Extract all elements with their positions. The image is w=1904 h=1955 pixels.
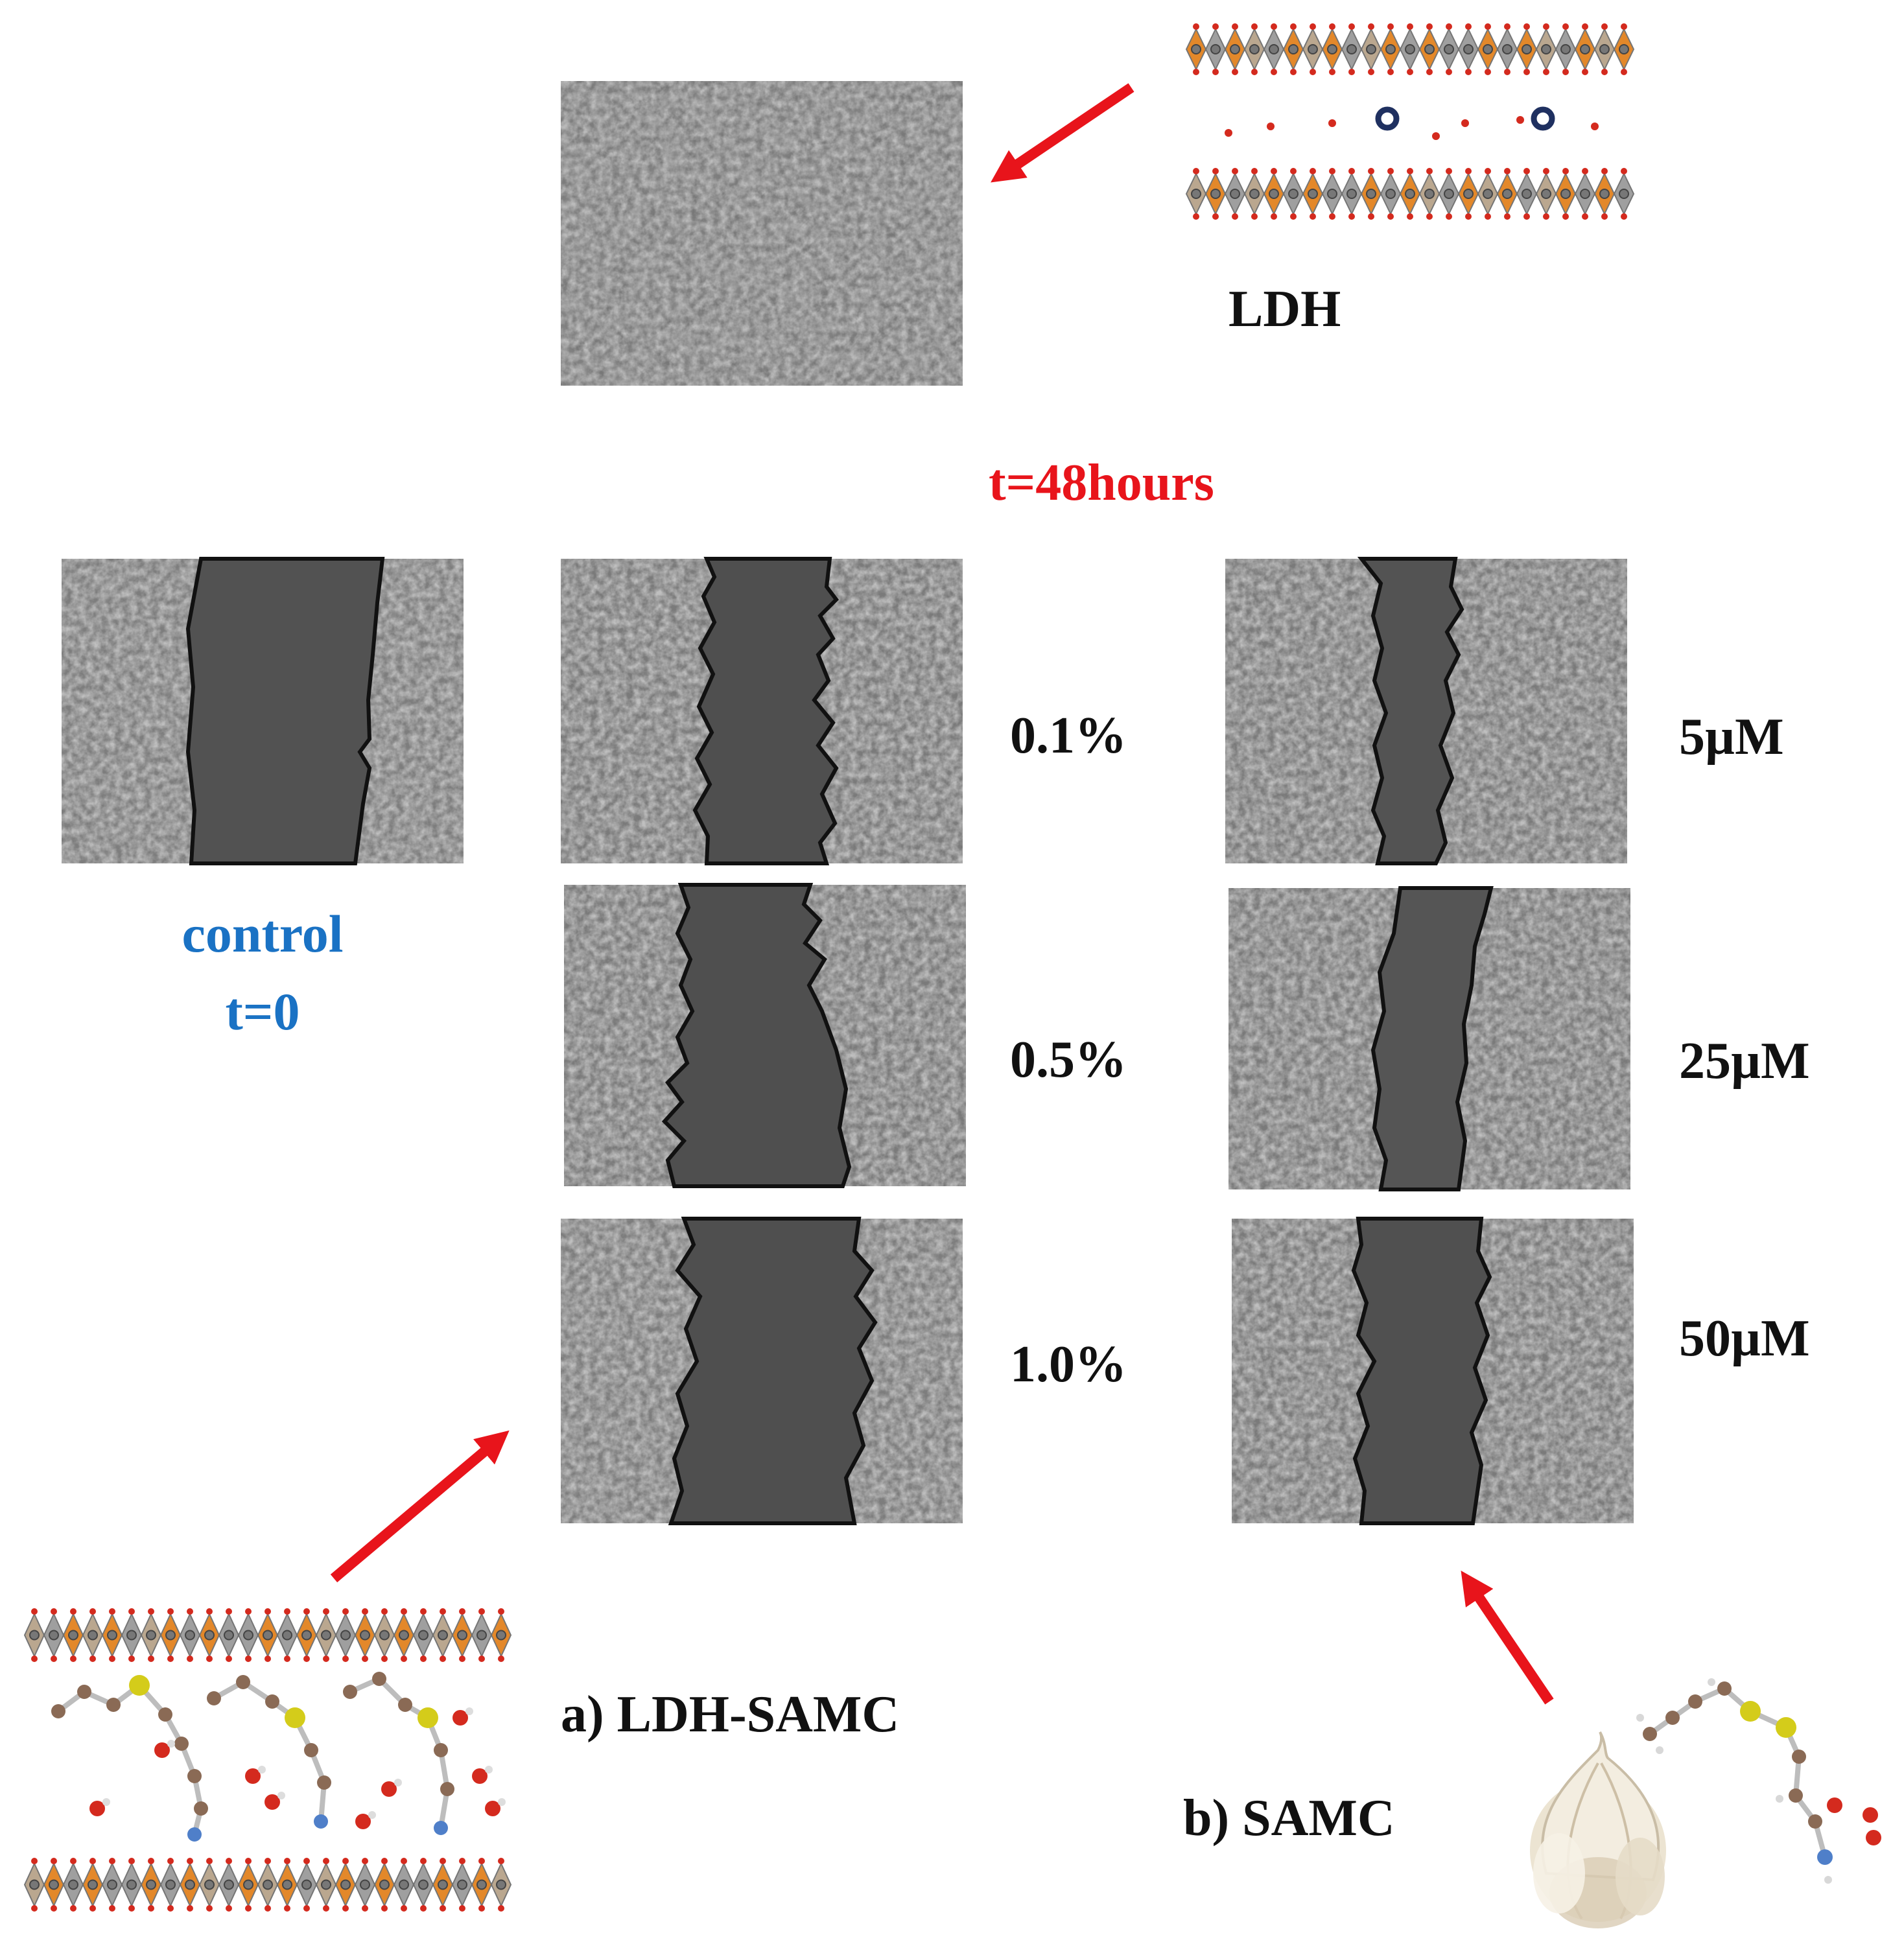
label-time: t=48hours: [989, 454, 1214, 511]
wound-gap: [661, 883, 852, 1188]
label-ldh-samc-conc-2: 1.0%: [1010, 1336, 1127, 1393]
intercalated-samc-structure-icon: [23, 1608, 512, 1912]
panel-samc-5: [1225, 557, 1627, 865]
label-ldh-samc-conc-0: 0.1%: [1010, 707, 1127, 764]
panel-control: [62, 557, 464, 865]
label-ldh: LDH: [1228, 281, 1341, 338]
label-control: control: [182, 904, 344, 963]
arrow-samc: [1461, 1571, 1554, 1705]
wound-gap: [1357, 557, 1464, 865]
wound-gap: [668, 1217, 878, 1525]
panel-ldh-samc-1.0: [561, 1217, 963, 1525]
panel-ldh-samc-0.1: [561, 557, 963, 865]
label-samc-conc-1: 25µM: [1679, 1033, 1810, 1090]
panel-ldh: [561, 81, 963, 386]
label-ldh-samc-caption: a) LDH-SAMC: [561, 1686, 900, 1743]
panel-samc-50: [1232, 1217, 1634, 1525]
arrow-ldh: [991, 83, 1134, 183]
garlic-bulb-icon: [1530, 1731, 1666, 1928]
panel-samc-25: [1228, 886, 1630, 1191]
arrow-ldh-samc: [330, 1430, 510, 1583]
label-samc-caption: b) SAMC: [1183, 1790, 1395, 1847]
label-control-time: t=0: [225, 982, 300, 1041]
label-samc-conc-0: 5µM: [1679, 708, 1784, 766]
wound-gap: [185, 557, 385, 865]
label-samc-conc-2: 50µM: [1679, 1310, 1810, 1367]
wound-gap: [1370, 886, 1494, 1191]
label-ldh-samc-conc-1: 0.5%: [1010, 1031, 1127, 1088]
wound-gap: [692, 557, 839, 865]
panel-ldh-samc-0.5: [564, 883, 966, 1188]
s-allylmercaptocysteine-molecule-icon: [1636, 1678, 1881, 1884]
wound-gap: [1351, 1217, 1492, 1525]
layered-double-hydroxide-structure-icon: [1185, 23, 1635, 220]
